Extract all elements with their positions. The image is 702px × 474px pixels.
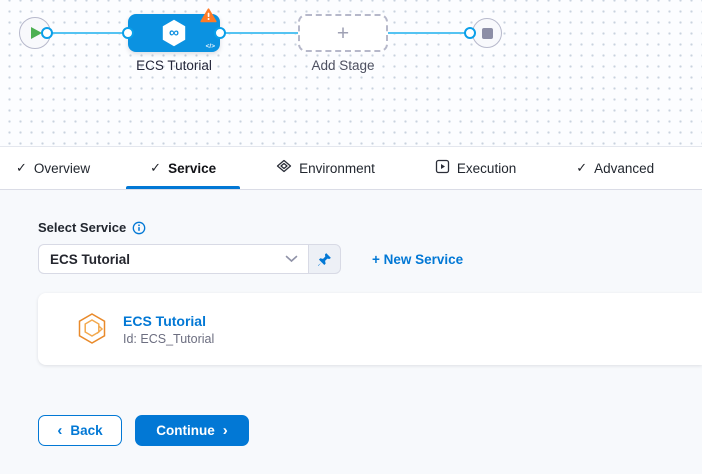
chevron-down-icon <box>285 255 298 263</box>
select-service-label: Select Service <box>38 220 127 235</box>
environment-icon <box>276 159 292 178</box>
service-select-dropdown[interactable]: ECS Tutorial <box>38 244 308 274</box>
chevron-right-icon: › <box>222 421 228 439</box>
plus-icon: + <box>336 21 350 45</box>
stage-node-port-left <box>122 27 134 39</box>
check-icon: ✓ <box>150 160 162 175</box>
tab-environment[interactable]: Environment <box>252 147 399 189</box>
service-card-title: ECS Tutorial <box>123 312 206 329</box>
pipeline-connector-line <box>47 32 470 34</box>
info-icon[interactable] <box>132 221 146 235</box>
back-button[interactable]: ‹ Back <box>38 415 122 446</box>
service-select-value: ECS Tutorial <box>50 251 131 267</box>
add-stage-label: Add Stage <box>311 58 375 73</box>
new-service-link[interactable]: + New Service <box>372 251 464 267</box>
stop-icon <box>481 27 493 39</box>
execution-icon <box>435 159 450 177</box>
end-node-port <box>464 27 476 39</box>
continue-button[interactable]: Continue › <box>135 415 249 446</box>
pin-icon <box>317 252 332 267</box>
stage-node-ecs-tutorial[interactable]: ∞ </> <box>128 8 220 52</box>
warning-icon <box>200 8 217 28</box>
code-badge-icon: </> <box>205 43 215 50</box>
check-icon: ✓ <box>576 160 588 175</box>
stage-node-label: ECS Tutorial <box>136 58 212 73</box>
service-tab-panel: Select Service ECS Tutorial <box>0 190 702 474</box>
play-icon <box>31 27 42 39</box>
pin-service-button[interactable] <box>308 244 341 274</box>
add-stage-button[interactable]: + <box>298 14 388 52</box>
tab-execution[interactable]: Execution <box>411 147 540 189</box>
infinity-icon: ∞ <box>169 24 179 40</box>
pipeline-canvas: ∞ </> + ECS Tutorial Add Stage <box>0 0 702 147</box>
stage-tabs: ✓ Overview ✓ Service Environment <box>0 147 702 190</box>
tab-advanced[interactable]: ✓ Advanced <box>576 160 655 176</box>
stage-node-port-right <box>214 27 226 39</box>
service-hexagon-icon: ∞ <box>161 19 187 47</box>
start-node-port <box>41 27 53 39</box>
ecs-service-hexagon-icon <box>76 312 108 346</box>
chevron-left-icon: ‹ <box>57 421 63 439</box>
pipeline-end-node <box>472 18 502 48</box>
service-card[interactable]: ECS Tutorial Id: ECS_Tutorial <box>38 293 702 365</box>
check-icon: ✓ <box>16 160 27 175</box>
tab-service[interactable]: ✓ Service <box>126 147 241 189</box>
tab-overview[interactable]: ✓ Overview <box>16 160 91 176</box>
service-card-id: Id: ECS_Tutorial <box>123 331 215 346</box>
